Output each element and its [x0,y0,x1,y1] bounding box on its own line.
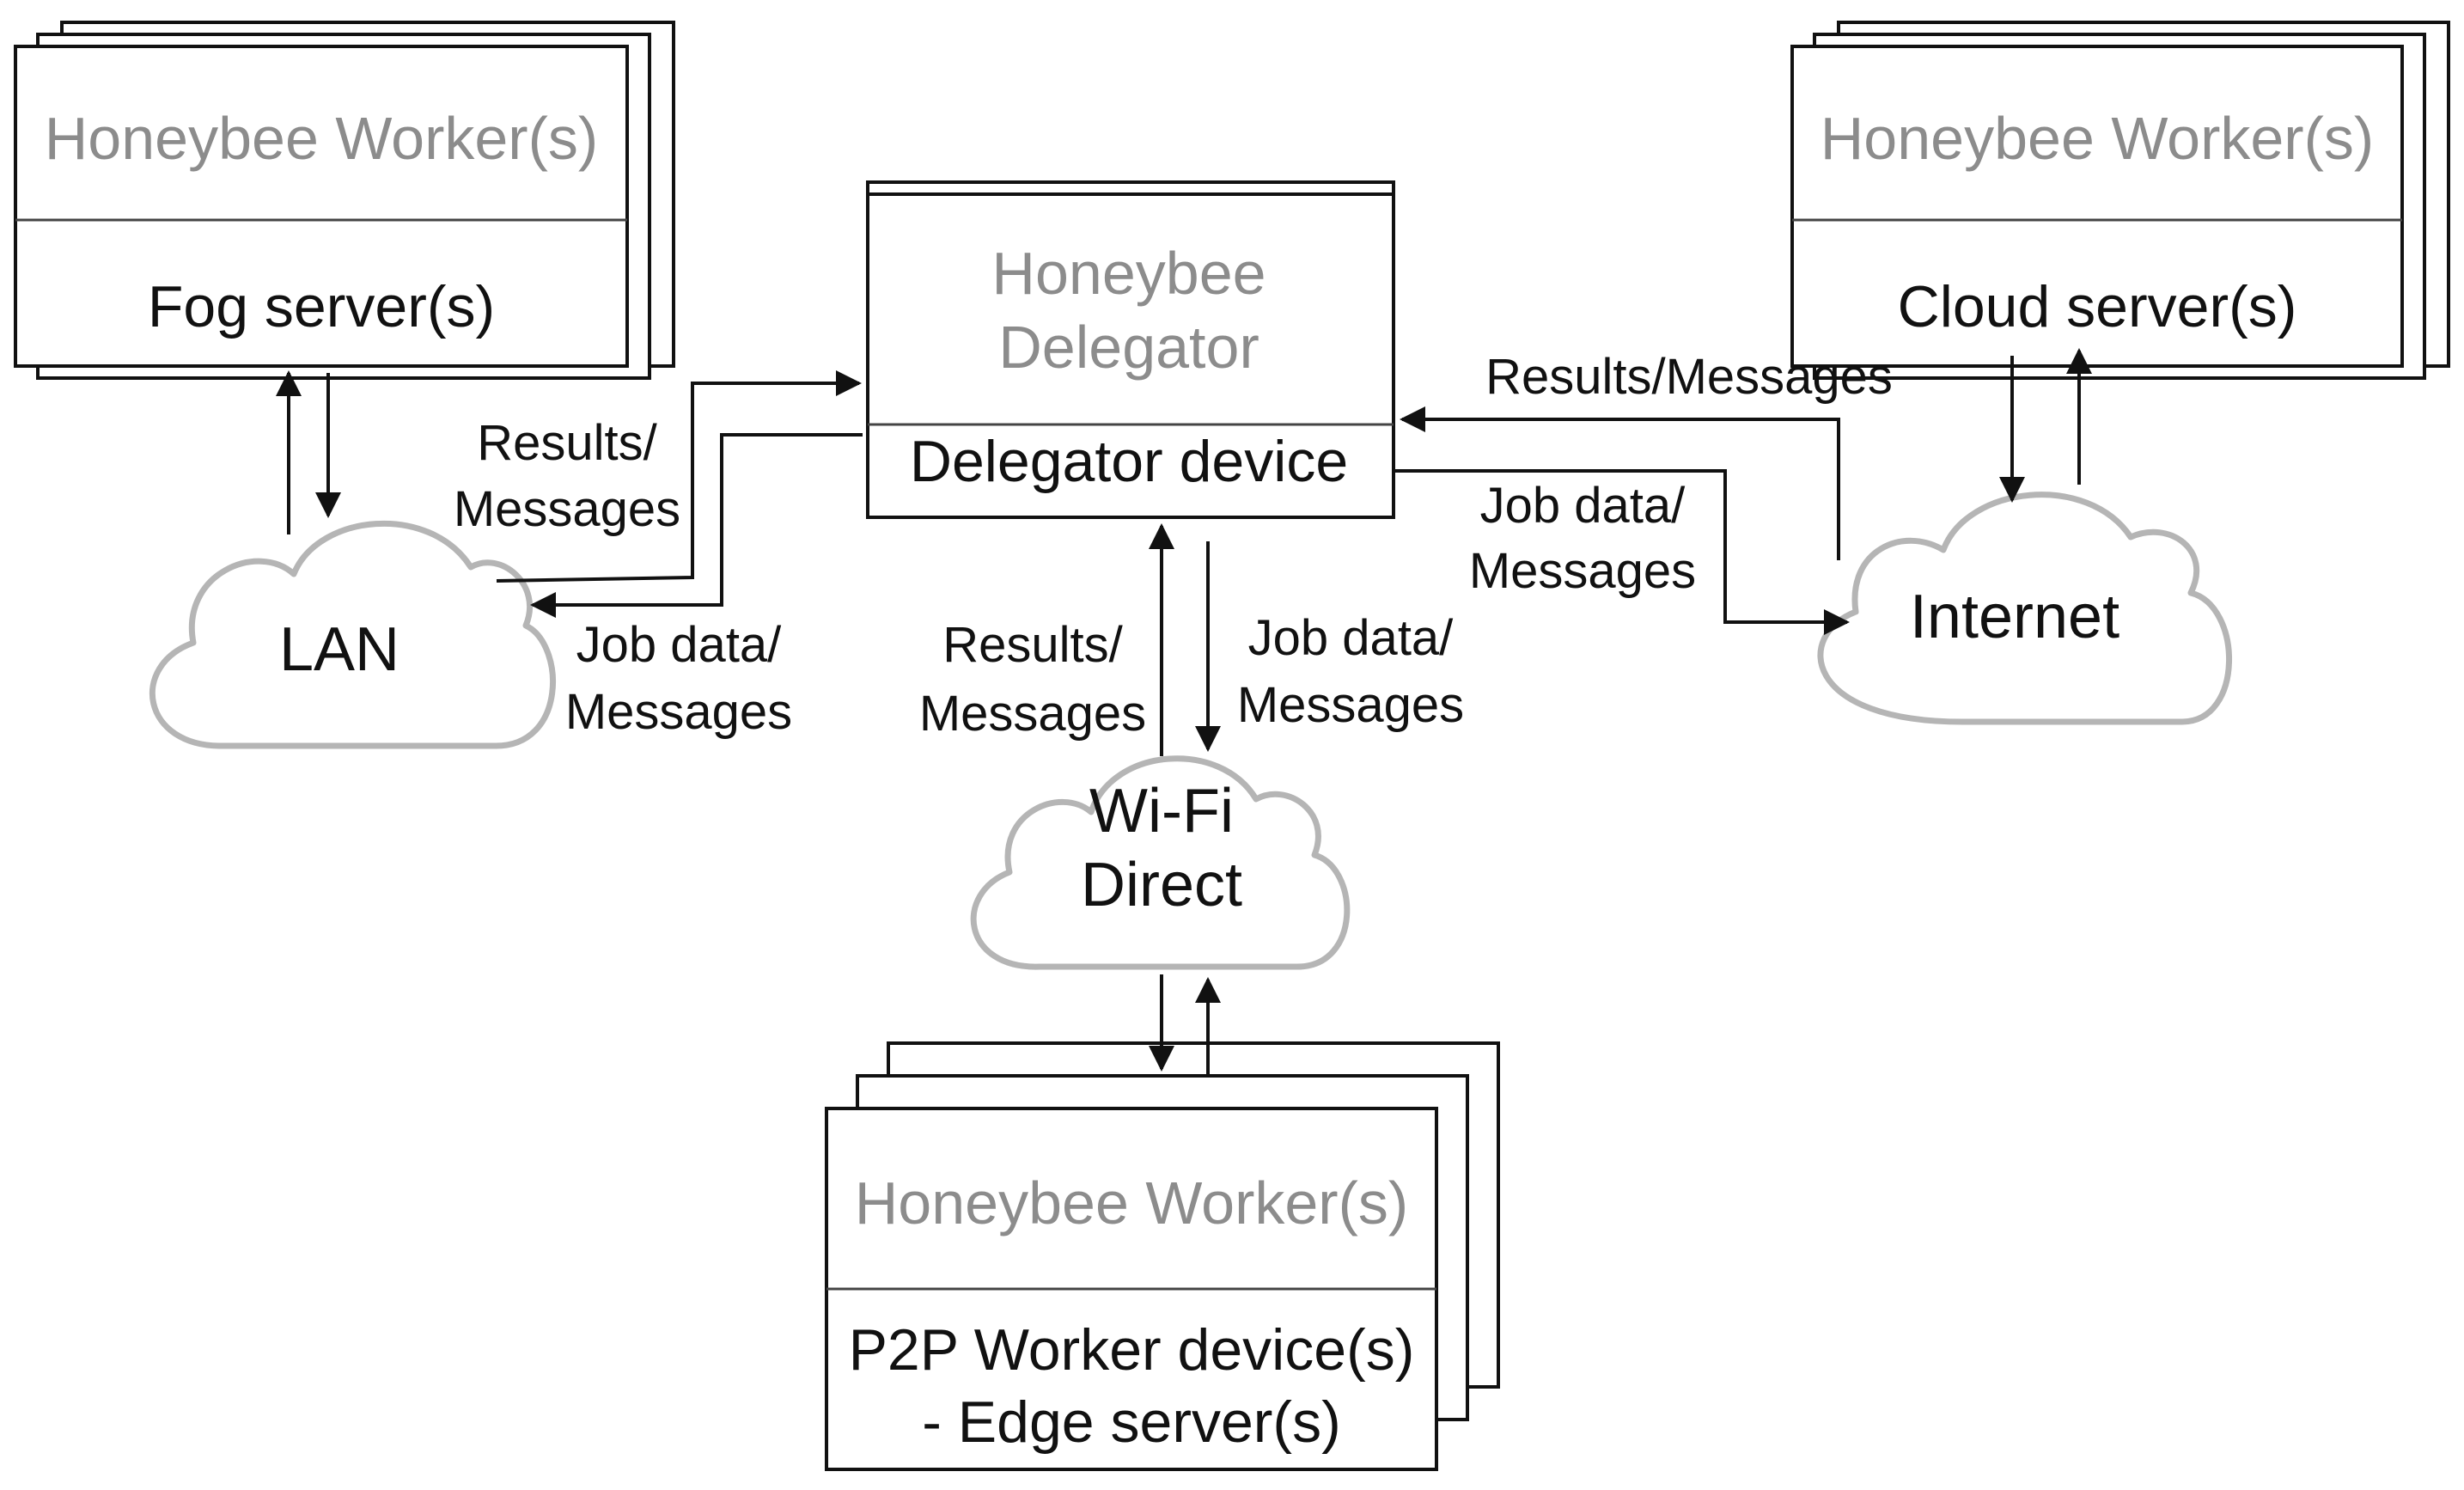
wifi-label-line1: Wi-Fi [1089,777,1234,846]
wifi-label-line2: Direct [1081,851,1242,919]
wifi-direct-cloud: Wi-Fi Direct [970,755,1351,970]
edge-delegator-jobdata-to-lan [530,433,863,618]
lan-jobdata-label-line2: Messages [565,684,792,740]
wifi-results-label-line2: Messages [919,686,1146,742]
internet-label: Internet [1910,583,2119,651]
edge-internet-results-to-delegator [1400,406,1840,560]
internet-jobdata-label-line1: Job data/ [1480,478,1686,534]
wifi-jobdata-label-line1: Job data/ [1248,610,1455,666]
delegator-device-label: Delegator device [910,429,1348,494]
delegator-title-line2: Delegator [998,314,1259,381]
wifi-cloud-shape [970,755,1351,970]
p2p-worker-title: Honeybee Worker(s) [855,1169,1409,1237]
delegator-node: Honeybee Delegator Delegator device [866,180,1395,519]
wifi-jobdata-label-line2: Messages [1237,677,1464,733]
internet-results-label: Results/Messages [1485,349,1893,405]
fog-server-label: Fog server(s) [148,274,495,339]
fog-worker-box [14,45,629,368]
delegator-title-line1: Honeybee [991,240,1266,307]
cloud-worker-title: Honeybee Worker(s) [1821,105,2375,172]
internet-jobdata-label-line2: Messages [1469,543,1696,599]
edge-lan-results-to-delegator [496,370,862,583]
delegator-box [866,192,1395,519]
internet-cloud: Internet [1817,492,2233,725]
cloud-worker-stack: Honeybee Worker(s) Cloud server(s) [1790,21,2450,380]
edge-delegator-jobdata-to-internet [1395,469,1850,635]
lan-label: LAN [279,615,399,684]
lan-jobdata-label-line1: Job data/ [576,617,783,673]
fog-worker-title: Honeybee Worker(s) [45,105,599,172]
cloud-worker-box [1790,45,2404,368]
wifi-results-label-line1: Results/ [942,617,1123,673]
lan-results-label-line1: Results/ [477,415,657,471]
lan-cloud: LAN [149,520,556,749]
p2p-device-label-line2: - Edge server(s) [922,1389,1340,1455]
fog-worker-stack: Honeybee Worker(s) Fog server(s) [14,21,675,380]
lan-cloud-shape [149,520,556,749]
lan-results-label-line2: Messages [454,481,680,537]
cloud-server-label: Cloud server(s) [1898,274,2297,339]
p2p-worker-stack: Honeybee Worker(s) P2P Worker device(s) … [825,1041,1500,1471]
p2p-device-label-line1: P2P Worker device(s) [849,1317,1415,1383]
